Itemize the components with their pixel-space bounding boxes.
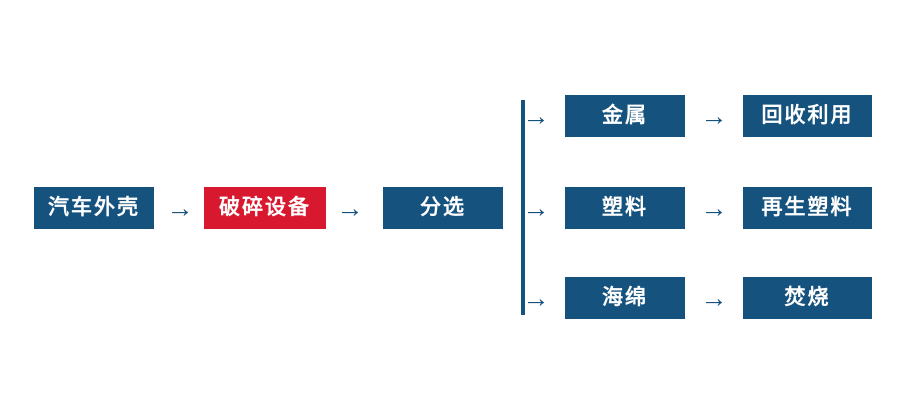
arrow-right-icon: → bbox=[522, 193, 550, 223]
node-metal: 金属 bbox=[565, 95, 685, 137]
arrow-right-icon: → bbox=[166, 193, 194, 223]
node-car-shell: 汽车外壳 bbox=[34, 187, 154, 229]
node-crushing-equipment: 破碎设备 bbox=[204, 187, 326, 229]
branch-connector-line bbox=[521, 100, 525, 315]
arrow-right-icon: → bbox=[700, 193, 728, 223]
arrow-right-icon: → bbox=[522, 101, 550, 131]
node-plastic: 塑料 bbox=[565, 187, 685, 229]
node-sorting: 分选 bbox=[383, 187, 503, 229]
node-recycling: 回收利用 bbox=[743, 95, 872, 137]
arrow-right-icon: → bbox=[700, 101, 728, 131]
arrow-right-icon: → bbox=[522, 283, 550, 313]
arrow-right-icon: → bbox=[336, 193, 364, 223]
arrow-right-icon: → bbox=[700, 283, 728, 313]
node-recycled-plastic: 再生塑料 bbox=[743, 187, 872, 229]
node-incineration: 焚烧 bbox=[743, 277, 872, 319]
node-sponge: 海绵 bbox=[565, 277, 685, 319]
